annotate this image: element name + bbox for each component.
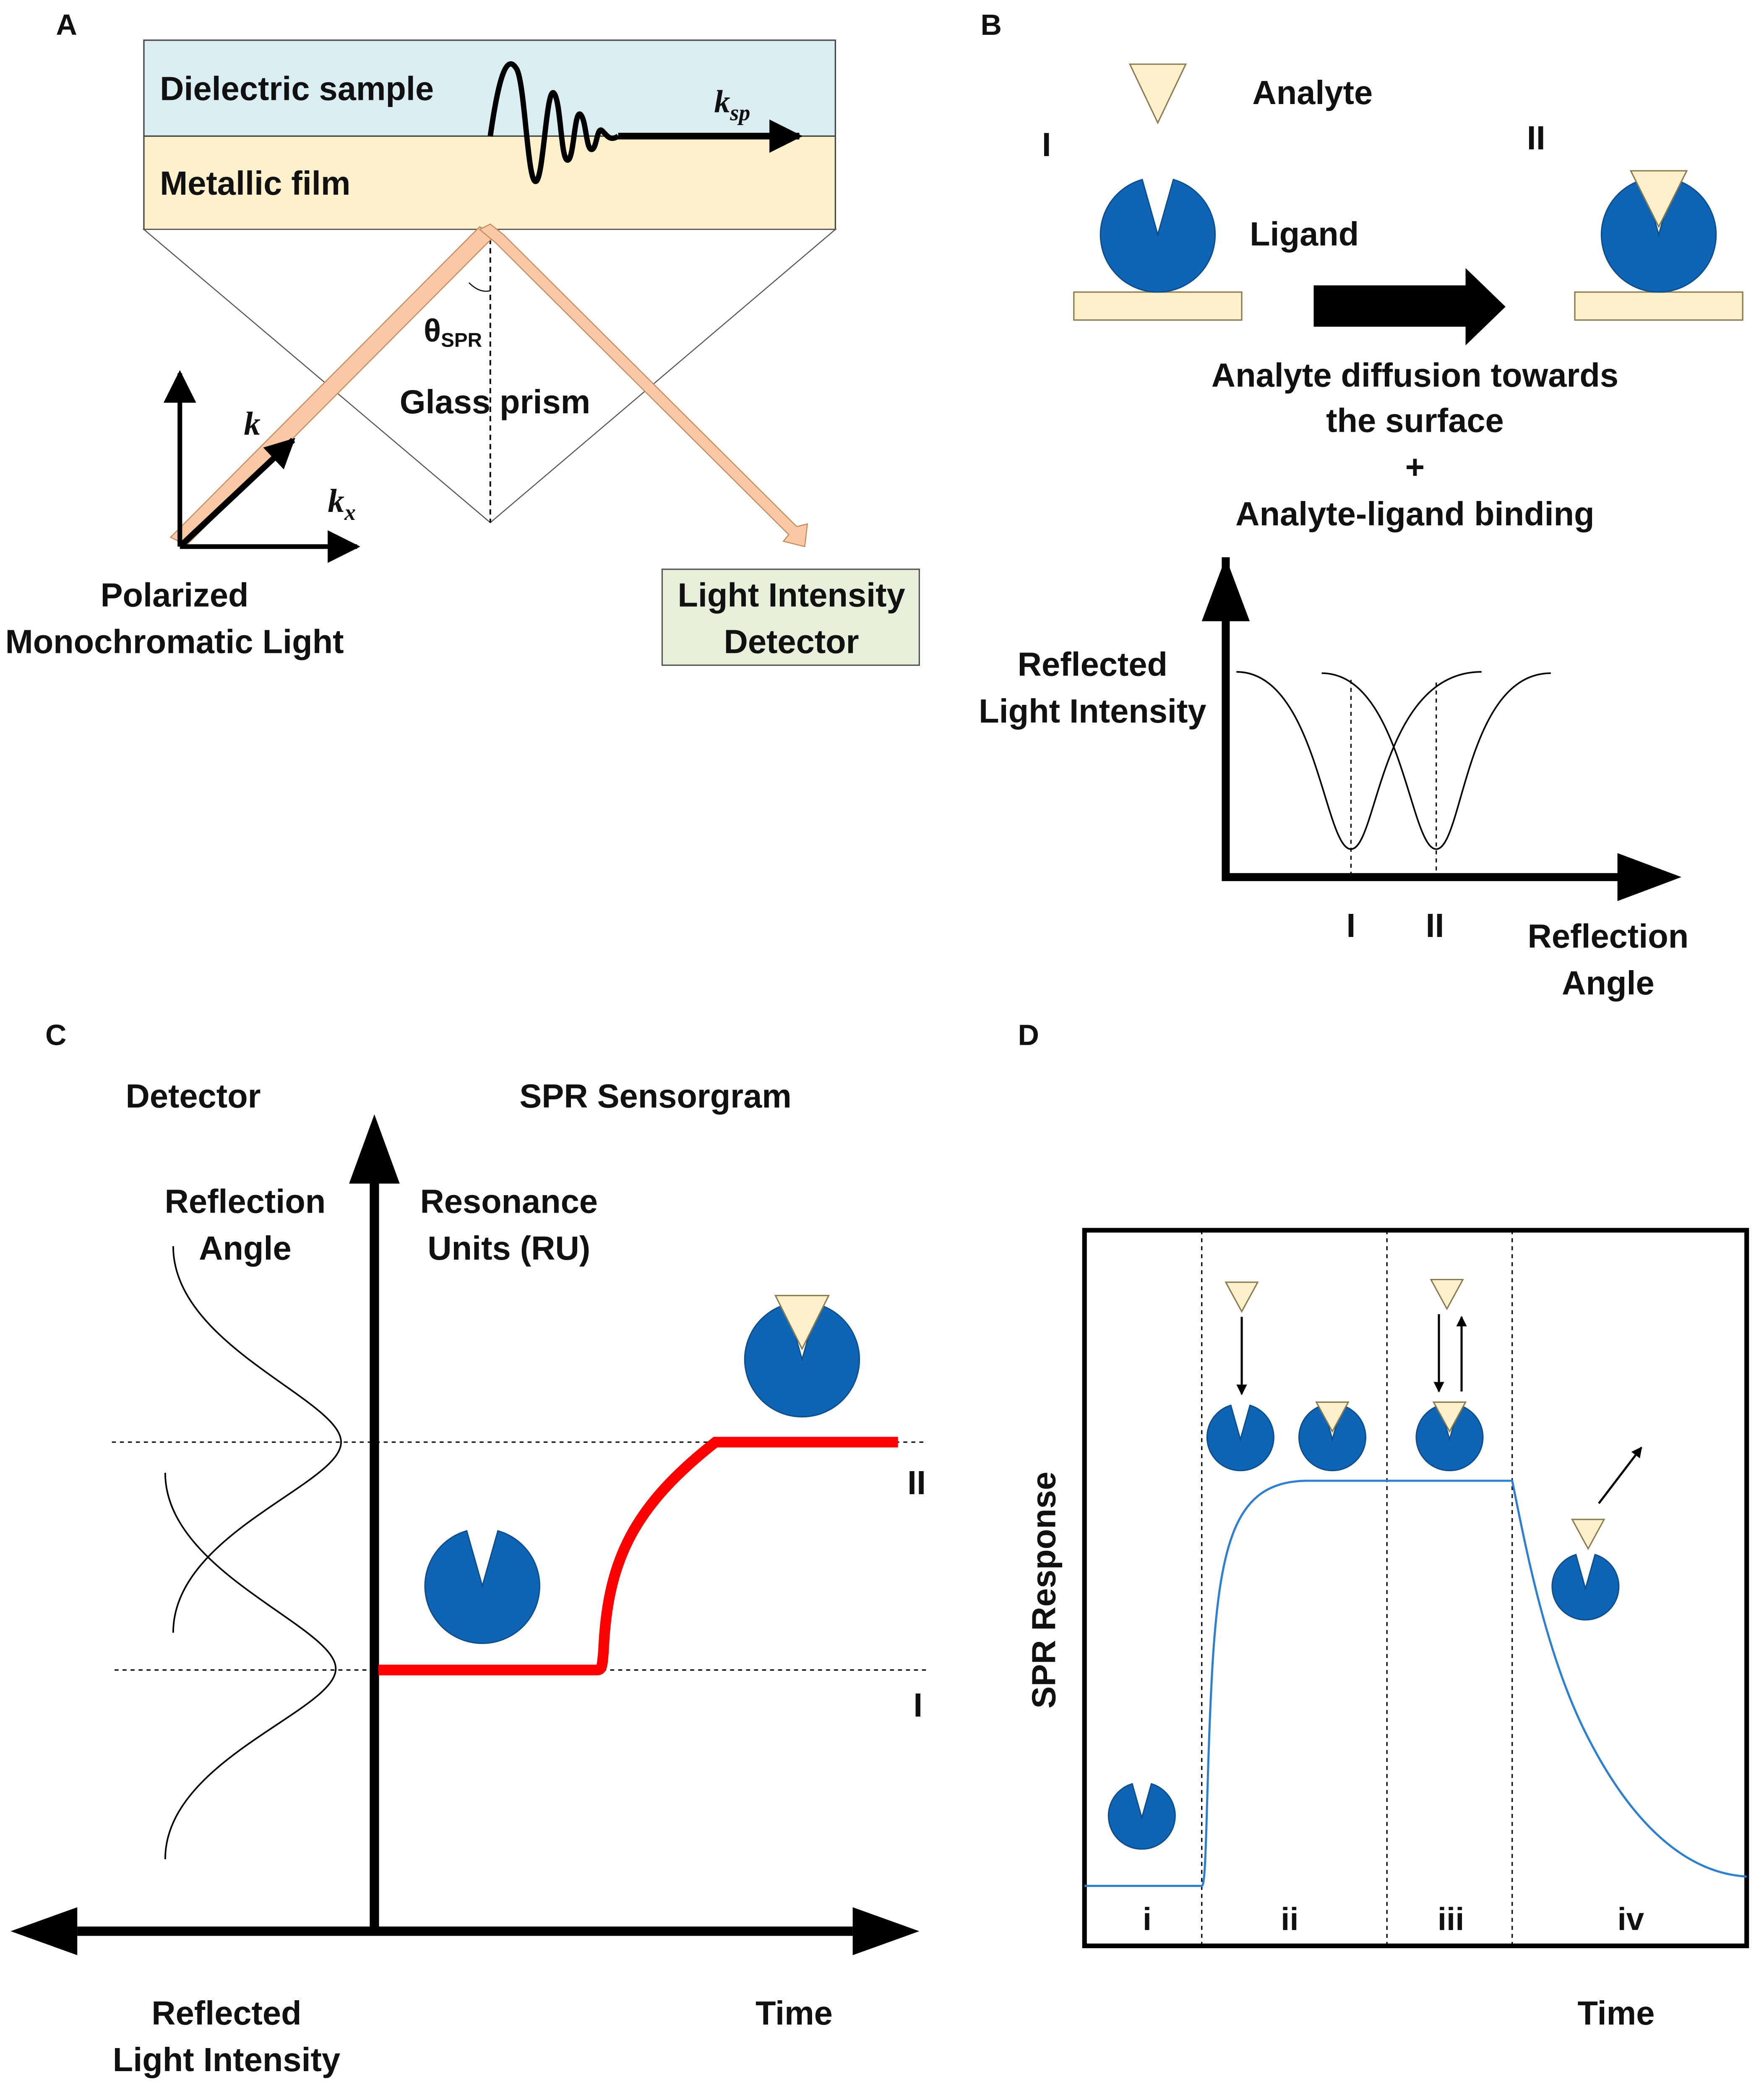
metallic-film-layer xyxy=(143,135,836,230)
panel-c-label: C xyxy=(45,1018,66,1051)
state1-label: I xyxy=(1042,126,1051,163)
kx-label: kx xyxy=(328,483,356,525)
caption-line2: the surface xyxy=(1326,402,1504,439)
analyte-label: Analyte xyxy=(1252,74,1373,111)
c-angle-line2: Angle xyxy=(199,1229,292,1267)
analyte-legend-icon xyxy=(1128,63,1187,125)
panel-b-label: B xyxy=(981,8,1002,41)
b-ylabel-line1: Reflected xyxy=(1018,646,1167,683)
c-bound-analyte xyxy=(774,1294,830,1351)
d-ligand-iv xyxy=(1551,1553,1620,1620)
detector-box xyxy=(661,569,920,666)
d-bound-analyte-iii xyxy=(1432,1401,1467,1433)
b-y-arrowhead xyxy=(1201,557,1250,621)
reflectivity-curve-1 xyxy=(1236,671,1482,850)
ligand-state1 xyxy=(1100,179,1216,293)
c-level1-label: I xyxy=(913,1686,922,1724)
d-ligand-i xyxy=(1107,1783,1176,1850)
surface-state1 xyxy=(1073,291,1243,321)
b-xlabel-line2: Angle xyxy=(1562,964,1655,1002)
reflectivity-curve-2 xyxy=(1321,672,1551,850)
theta-arc xyxy=(469,282,491,292)
c-x-right-arrowhead xyxy=(852,1907,920,1955)
b-axes xyxy=(1222,557,1647,881)
caption-line3: + xyxy=(1405,449,1425,486)
panel-a-label: A xyxy=(56,8,77,41)
d-xlabel: Time xyxy=(1578,1994,1655,2032)
state2-label: II xyxy=(1527,119,1545,157)
c-x-left-arrowhead xyxy=(10,1907,78,1955)
d-ligand-iii xyxy=(1415,1404,1484,1472)
d-analyte-iii xyxy=(1430,1279,1464,1310)
d-ligand-ii-a xyxy=(1206,1404,1274,1472)
d-phase-i: i xyxy=(1143,1901,1152,1937)
c-y-arrowhead xyxy=(349,1114,400,1184)
caption-line1: Analyte diffusion towards xyxy=(1212,357,1618,394)
c-xlabel-left-line2: Light Intensity xyxy=(113,2041,340,2078)
detector-label-line2: Detector xyxy=(724,623,859,660)
d-frame xyxy=(1082,1228,1749,1948)
c-sensorgram-curve xyxy=(378,1437,898,1675)
bound-analyte-state2 xyxy=(1629,170,1688,228)
d-phase-iv: iv xyxy=(1618,1901,1644,1937)
d-phase-iii: iii xyxy=(1438,1901,1464,1937)
b-ylabel-line2: Light Intensity xyxy=(979,692,1206,730)
d-response-curve xyxy=(1084,1480,1747,1887)
metallic-label: Metallic film xyxy=(160,164,350,202)
theta-label: θSPR xyxy=(424,313,482,352)
caption-line4: Analyte-ligand binding xyxy=(1235,495,1594,532)
c-ligand-free xyxy=(424,1530,540,1644)
process-arrow xyxy=(1313,268,1506,346)
c-sensorgram-title: SPR Sensorgram xyxy=(519,1078,791,1115)
c-ligand-bound xyxy=(744,1303,860,1418)
source-label-line2: Monochromatic Light xyxy=(5,623,344,660)
d-ligand-ii-b xyxy=(1298,1404,1366,1472)
evanescent-wave xyxy=(487,61,620,184)
b-xlabel-line1: Reflection xyxy=(1528,918,1689,955)
c-angle-curve-1 xyxy=(164,1472,337,1860)
reflected-beam xyxy=(479,223,808,548)
prism-label: Glass prism xyxy=(400,383,590,420)
c-level2-label: II xyxy=(907,1464,926,1501)
c-ru-line2: Units (RU) xyxy=(427,1229,590,1267)
c-xlabel-left-line1: Reflected xyxy=(151,1994,301,2032)
ksp-label: ksp xyxy=(714,84,750,125)
k-label: k xyxy=(244,405,261,442)
panel-c: C Detector SPR Sensorgram Reflection Ang… xyxy=(10,1018,930,2078)
c-xlabel-right: Time xyxy=(756,1994,833,2032)
d-arrow-away-iv xyxy=(1598,1446,1642,1504)
panel-d: D i ii iii iv SPR Response Time xyxy=(1018,1018,1749,2032)
c-angle-line1: Reflection xyxy=(165,1183,326,1220)
b-tick2: II xyxy=(1425,907,1444,944)
d-bound-analyte-ii xyxy=(1315,1401,1350,1433)
k-arrow xyxy=(177,438,295,549)
panel-a: A Dielectric sample Metallic film ksp θS… xyxy=(5,8,920,666)
d-analyte-ii xyxy=(1225,1281,1259,1313)
ligand-label: Ligand xyxy=(1250,215,1359,253)
c-angle-curve-2 xyxy=(172,1246,342,1633)
c-detector-title: Detector xyxy=(126,1078,261,1115)
surface-state2 xyxy=(1574,291,1743,321)
b-x-arrowhead xyxy=(1617,853,1682,901)
dielectric-label: Dielectric sample xyxy=(160,70,434,107)
source-label-line1: Polarized xyxy=(101,577,249,614)
d-ylabel: SPR Response xyxy=(1025,1472,1062,1709)
panel-d-label: D xyxy=(1018,1018,1039,1051)
panel-b: B Analyte I II Ligand Analyte diffusion … xyxy=(979,8,1743,1002)
d-analyte-iv xyxy=(1571,1519,1605,1550)
ligand-state2 xyxy=(1600,179,1717,293)
dielectric-layer xyxy=(143,39,836,137)
d-phase-ii: ii xyxy=(1281,1901,1298,1937)
b-tick1: I xyxy=(1346,907,1355,944)
detector-label-line1: Light Intensity xyxy=(677,577,905,614)
c-ru-line1: Resonance xyxy=(420,1183,598,1220)
